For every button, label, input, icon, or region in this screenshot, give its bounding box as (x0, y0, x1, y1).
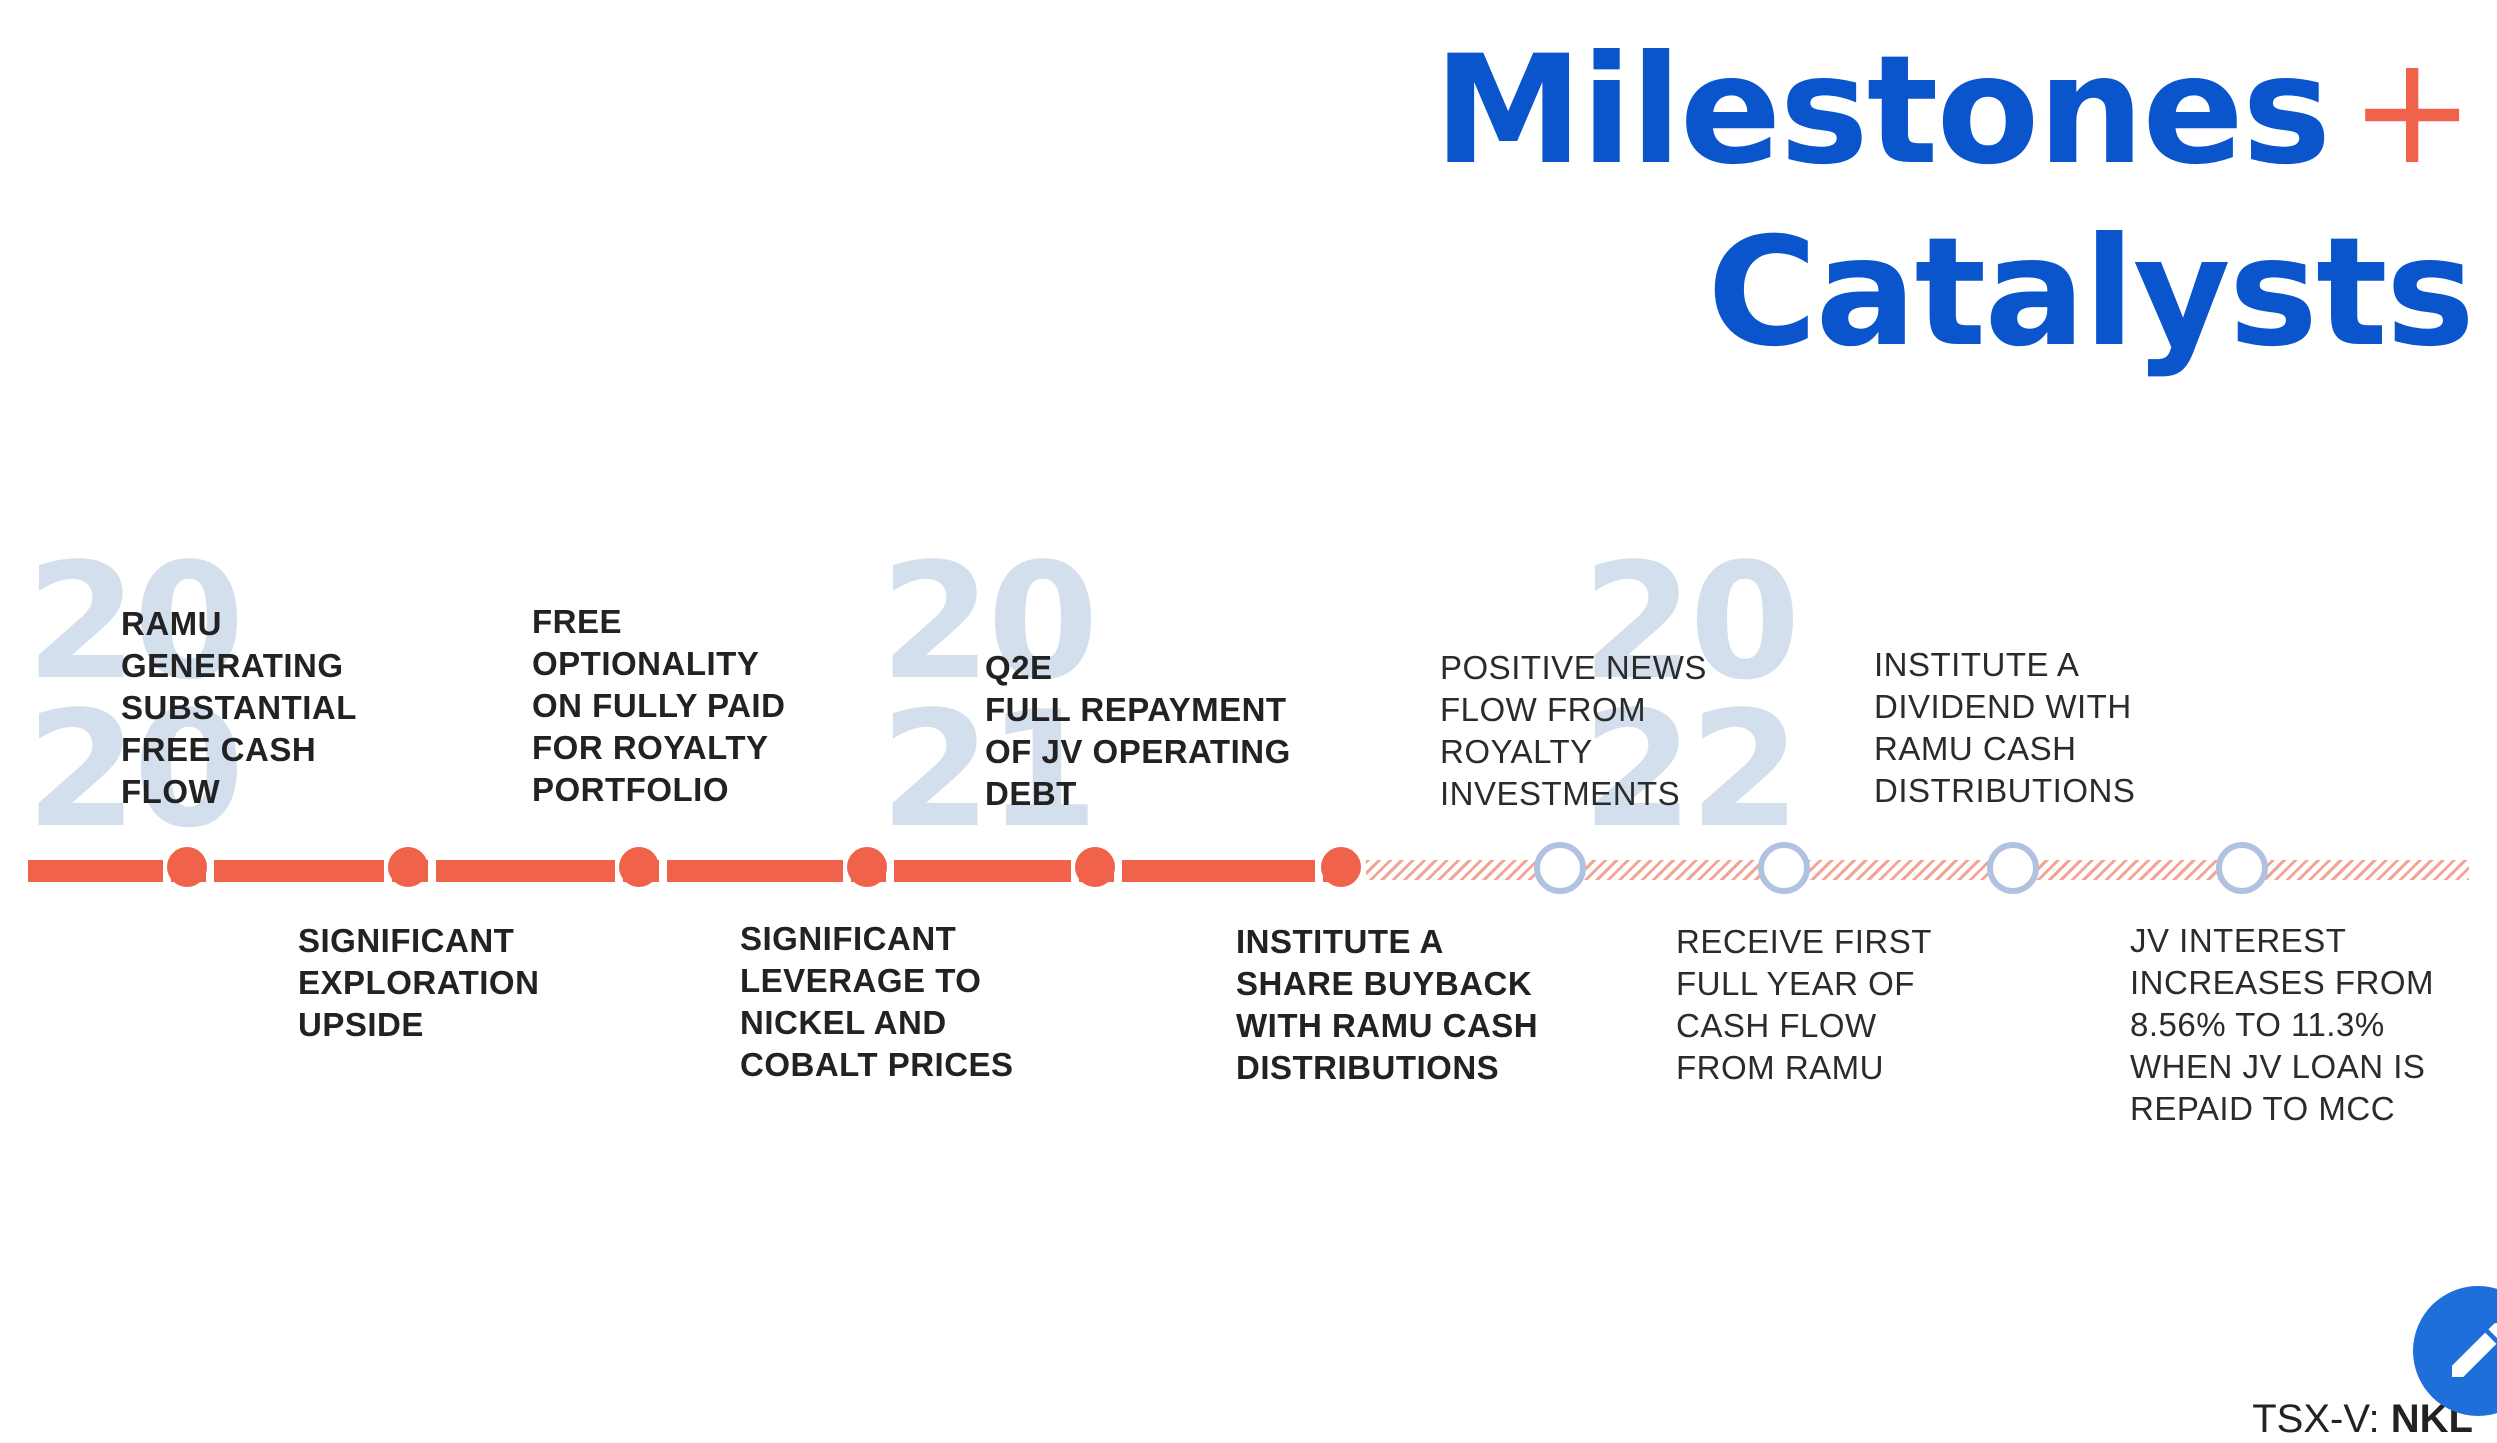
timeline-track-future (1366, 860, 2469, 880)
title-milestones: Milestones (1433, 24, 2332, 198)
year-watermark-2020: 20 20 (26, 528, 245, 863)
milestone-free-optionality: FREE OPTIONALITY ON FULLY PAID FOR ROYAL… (532, 603, 786, 808)
milestone-ramu-free-cash-flow: RAMU GENERATING SUBSTANTIAL FREE CASH FL… (121, 605, 357, 810)
milestone-jv-interest-increase: JV INTEREST INCREASES FROM 8.56% TO 11.3… (2130, 922, 2435, 1127)
pencil-icon (2452, 1322, 2497, 1377)
milestone-exploration-upside: SIGNIFICANT EXPLORATION UPSIDE (298, 922, 540, 1043)
timeline-dot-future-2 (1758, 842, 1810, 894)
timeline-track-achieved (28, 860, 1340, 882)
timeline-dot-5 (1075, 847, 1115, 887)
title-plus: + (2349, 24, 2475, 198)
timeline-gap (886, 856, 894, 886)
page-title: Milestones+ Catalysts (1433, 20, 2475, 384)
timeline-gap (1315, 856, 1323, 886)
timeline-dot-6 (1321, 847, 1361, 887)
title-line-2: Catalysts (1707, 206, 2475, 380)
timeline-gap (206, 856, 214, 886)
year-watermark-2021: 20 21 (880, 528, 1099, 863)
ticker-label: TSX-V: NKL (2252, 1396, 2473, 1442)
timeline-dot-future-1 (1534, 842, 1586, 894)
timeline-dot-2 (388, 847, 428, 887)
milestone-institute-dividend: INSTITUTE A DIVIDEND WITH RAMU CASH DIST… (1874, 646, 2136, 809)
timeline-gap (428, 856, 436, 886)
timeline-dot-3 (619, 847, 659, 887)
milestone-first-full-year-cash-flow: RECEIVE FIRST FULL YEAR OF CASH FLOW FRO… (1676, 923, 1932, 1086)
timeline-dot-future-3 (1987, 842, 2039, 894)
milestone-share-buyback: INSTITUTE A SHARE BUYBACK WITH RAMU CASH… (1236, 923, 1539, 1086)
timeline-dot-1 (167, 847, 207, 887)
timeline-gap (1114, 856, 1122, 886)
timeline-gap (659, 856, 667, 886)
milestone-nickel-cobalt-leverage: SIGNIFICANT LEVERAGE TO NICKEL AND COBAL… (740, 920, 1014, 1083)
ticker-prefix: TSX-V: (2252, 1397, 2391, 1441)
timeline-dot-future-4 (2216, 842, 2268, 894)
year-watermark-2022: 20 22 (1582, 528, 1801, 863)
milestone-q2e-repayment: Q2E FULL REPAYMENT OF JV OPERATING DEBT (985, 649, 1291, 812)
title-line-1: Milestones+ (1433, 20, 2475, 202)
milestone-positive-news-flow: POSITIVE NEWS FLOW FROM ROYALTY INVESTME… (1440, 649, 1707, 812)
timeline-dot-4 (847, 847, 887, 887)
